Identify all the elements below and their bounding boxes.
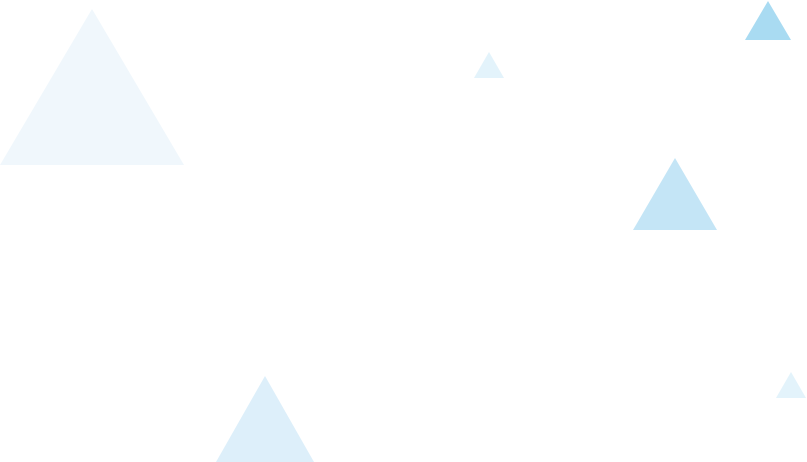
medium-triangle-right — [633, 158, 717, 230]
tiny-triangle-top-center — [474, 52, 504, 78]
large-triangle-top-left — [0, 9, 184, 165]
small-triangle-top-right — [745, 1, 791, 40]
tiny-triangle-bottom-right — [776, 372, 806, 398]
medium-triangle-bottom-left — [216, 376, 314, 462]
